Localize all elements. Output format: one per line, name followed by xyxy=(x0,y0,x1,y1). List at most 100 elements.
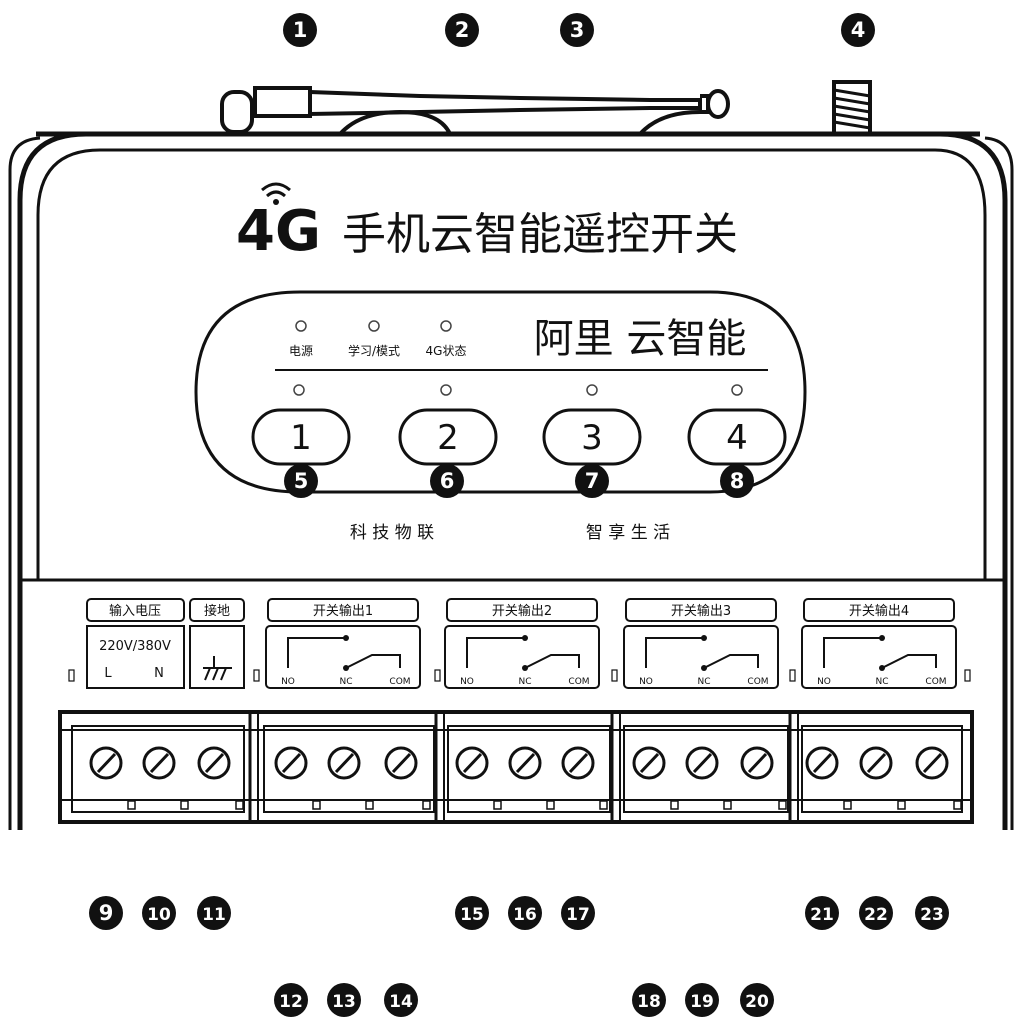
indicator-mark xyxy=(964,669,971,682)
terminal-screw-icon[interactable] xyxy=(859,746,893,780)
terminal-group-frame xyxy=(71,725,245,813)
4g-status-led-icon xyxy=(440,320,452,332)
terminal-no-label: NO xyxy=(460,677,474,687)
callout-number: 4 xyxy=(851,18,866,42)
ground-icon xyxy=(203,656,232,681)
slogan-left: 科 技 物 联 xyxy=(350,523,434,543)
terminal-nc-label: NC xyxy=(697,677,710,687)
terminal-com-label: COM xyxy=(925,677,946,687)
panel-heading: 阿里 云智能 xyxy=(534,316,747,362)
callout-marker-20: 20 xyxy=(740,983,774,1017)
callout-number: 2 xyxy=(455,18,470,42)
sma-connector-icon xyxy=(832,80,872,136)
callout-number: 20 xyxy=(745,992,769,1012)
channel-button-4[interactable]: 4 xyxy=(687,408,787,466)
callout-marker-19: 19 xyxy=(685,983,719,1017)
callout-marker-18: 18 xyxy=(632,983,666,1017)
title-text: 手机云智能遥控开关 xyxy=(342,209,738,260)
terminal-screw-icon[interactable] xyxy=(327,746,361,780)
callout-marker-16: 16 xyxy=(508,896,542,930)
callout-marker-14: 14 xyxy=(384,983,418,1017)
input-voltage-value: 220V/380V xyxy=(99,639,171,654)
callout-number: 8 xyxy=(730,469,745,493)
indicator-mark xyxy=(611,669,618,682)
relay-contact-icon xyxy=(287,635,401,671)
output-label: 开关输出2 xyxy=(492,603,552,619)
callout-marker-1: 1 xyxy=(283,13,317,47)
ground-label: 接地 xyxy=(204,603,230,619)
channel-button-3[interactable]: 3 xyxy=(542,408,642,466)
callout-number: 11 xyxy=(202,905,226,925)
indicator-label-4g: 4G状态 xyxy=(426,344,467,358)
terminal-screw-icon[interactable] xyxy=(805,746,839,780)
terminal-screw-icon[interactable] xyxy=(740,746,774,780)
input-n-label: N xyxy=(154,666,164,681)
callout-number: 5 xyxy=(294,469,309,493)
callout-marker-10: 10 xyxy=(142,896,176,930)
terminal-screw-icon[interactable] xyxy=(142,746,176,780)
channel-button-label: 4 xyxy=(726,418,748,458)
callout-marker-17: 17 xyxy=(561,896,595,930)
terminal-com-label: COM xyxy=(747,677,768,687)
callout-number: 3 xyxy=(570,18,585,42)
power-led-icon xyxy=(295,320,307,332)
slogan-right: 智 享 生 活 xyxy=(586,523,670,543)
callout-number: 21 xyxy=(810,905,834,925)
wifi-icon xyxy=(261,182,291,205)
antenna-clip xyxy=(638,110,701,136)
terminal-com-label: COM xyxy=(389,677,410,687)
callout-marker-11: 11 xyxy=(197,896,231,930)
callout-marker-12: 12 xyxy=(274,983,308,1017)
terminal-screw-icon[interactable] xyxy=(455,746,489,780)
callout-marker-9: 9 xyxy=(89,896,123,930)
callout-marker-8: 8 xyxy=(720,464,754,498)
terminal-nc-label: NC xyxy=(339,677,352,687)
terminal-screw-icon[interactable] xyxy=(274,746,308,780)
callout-number: 12 xyxy=(279,992,303,1012)
terminal-no-label: NO xyxy=(281,677,295,687)
terminal-screw-icon[interactable] xyxy=(197,746,231,780)
terminal-screw-icon[interactable] xyxy=(508,746,542,780)
terminal-screw-icon[interactable] xyxy=(685,746,719,780)
callout-marker-23: 23 xyxy=(915,896,949,930)
channel-button-label: 2 xyxy=(437,418,459,458)
output-label: 开关输出1 xyxy=(313,603,373,619)
top-face xyxy=(36,148,987,580)
terminal-group-frame xyxy=(447,725,611,813)
terminal-block xyxy=(58,710,974,824)
terminal-screw-icon[interactable] xyxy=(561,746,595,780)
channel-button-2[interactable]: 2 xyxy=(398,408,498,466)
terminal-com-label: COM xyxy=(568,677,589,687)
terminal-screw-icon[interactable] xyxy=(89,746,123,780)
output-label: 开关输出3 xyxy=(671,603,731,619)
output-label: 开关输出4 xyxy=(849,603,909,619)
callout-marker-2: 2 xyxy=(445,13,479,47)
callout-marker-15: 15 xyxy=(455,896,489,930)
channel-button-1[interactable]: 1 xyxy=(251,408,351,466)
indicator-label-power: 电源 xyxy=(289,344,313,358)
relay-contact-icon xyxy=(823,635,937,671)
indicator-label-learn: 学习/模式 xyxy=(348,343,400,358)
callout-number: 13 xyxy=(332,992,356,1012)
input-l-label: L xyxy=(104,666,112,681)
terminal-nc-label: NC xyxy=(518,677,531,687)
callout-number: 23 xyxy=(920,905,944,925)
terminal-screw-icon[interactable] xyxy=(632,746,666,780)
terminal-screw-icon[interactable] xyxy=(915,746,949,780)
indicator-mark xyxy=(434,669,441,682)
terminal-no-label: NO xyxy=(639,677,653,687)
channel-led-icon xyxy=(293,384,305,396)
channel-led-icon xyxy=(586,384,598,396)
terminal-group-frame xyxy=(263,725,435,813)
input-voltage-label: 输入电压 xyxy=(109,603,161,619)
callout-number: 14 xyxy=(389,992,413,1012)
antenna-clip xyxy=(338,109,452,136)
callout-marker-21: 21 xyxy=(805,896,839,930)
callout-number: 9 xyxy=(99,901,114,925)
callout-marker-4: 4 xyxy=(841,13,875,47)
terminal-screw-icon[interactable] xyxy=(384,746,418,780)
